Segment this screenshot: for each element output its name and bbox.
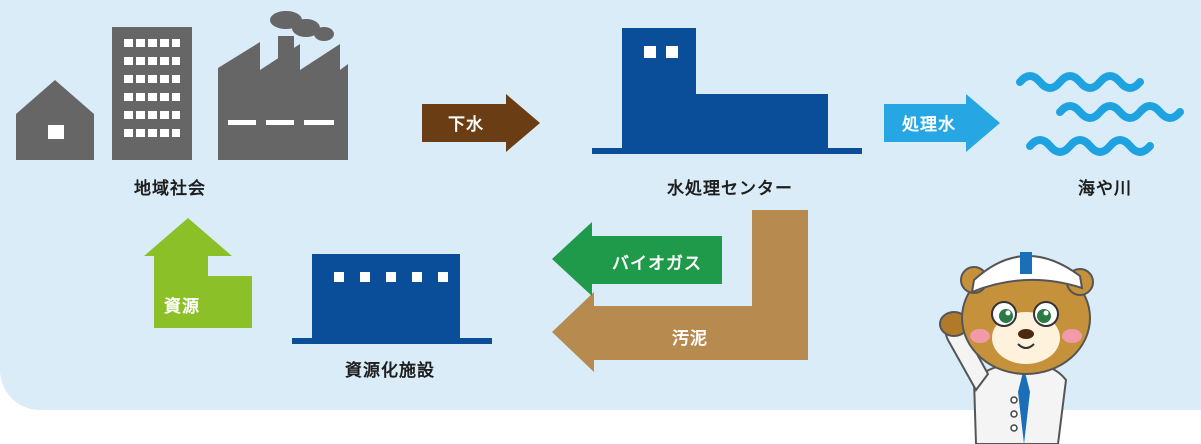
sludge-arrow-label: 汚泥 (672, 329, 708, 349)
biogas-arrow-label: バイオガス (612, 254, 702, 274)
sludge-arrow (552, 210, 808, 372)
recycling-facility-icon (292, 254, 492, 344)
office-building-icon (112, 27, 192, 160)
factory-icon (218, 11, 348, 160)
center-label: 水処理センター (667, 179, 793, 199)
waves-icon (1016, 72, 1184, 156)
treated-water-arrow (884, 94, 1000, 152)
sea-river-label: 海や川 (1078, 179, 1132, 199)
treated-water-arrow-label: 処理水 (902, 115, 956, 135)
water-treatment-center-icon (592, 28, 862, 154)
community-label: 地域社会 (134, 179, 206, 199)
house-icon (16, 80, 94, 160)
mascot-otter-illustration (939, 252, 1094, 444)
recycling-facility-label: 資源化施設 (345, 361, 435, 381)
sewage-arrow (422, 94, 540, 152)
sewage-arrow-label: 下水 (448, 115, 484, 135)
resource-arrow-label: 資源 (164, 297, 200, 317)
biogas-arrow (552, 222, 722, 296)
resource-arrow (144, 218, 252, 328)
